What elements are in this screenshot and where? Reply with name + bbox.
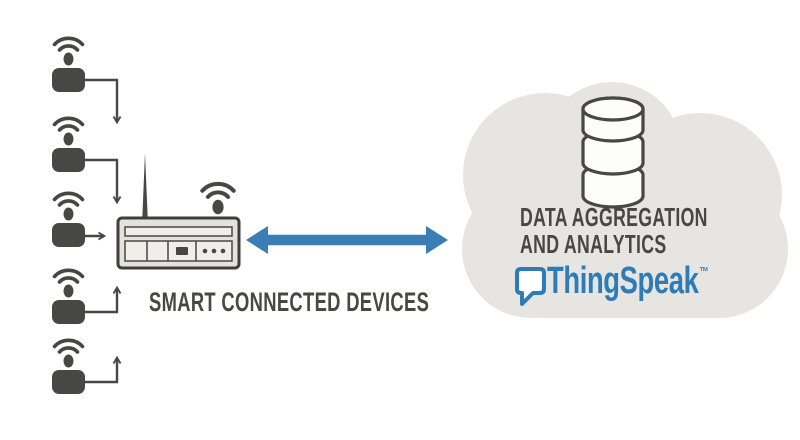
- sensor-device-icon: [52, 340, 85, 394]
- cloud-caption-line1: DATA AGGREGATION: [520, 202, 708, 232]
- router-icon: [116, 153, 241, 270]
- sensor-device-icon: [52, 270, 85, 324]
- sensor-device-icon: [52, 118, 85, 172]
- bidirectional-arrow-icon: [246, 226, 448, 254]
- sensor-device-icon: [52, 193, 85, 247]
- database-icon: [581, 96, 645, 209]
- wifi-signal-icon: [202, 184, 233, 214]
- thingspeak-logo-text: ThingSpeak: [547, 260, 699, 302]
- smart-connected-devices-label: SMART CONNECTED DEVICES: [149, 287, 430, 317]
- trademark-symbol: ™: [699, 264, 709, 279]
- speech-bubble-icon: [515, 267, 546, 306]
- antenna-icon: [141, 153, 149, 237]
- thingspeak-logo: ThingSpeak™: [547, 260, 709, 303]
- device-connector-lines: [85, 78, 117, 384]
- sensor-device-icon: [52, 38, 85, 92]
- cloud-caption: DATA AGGREGATION AND ANALYTICS: [520, 204, 708, 257]
- cloud-caption-line2: AND ANALYTICS: [520, 228, 667, 259]
